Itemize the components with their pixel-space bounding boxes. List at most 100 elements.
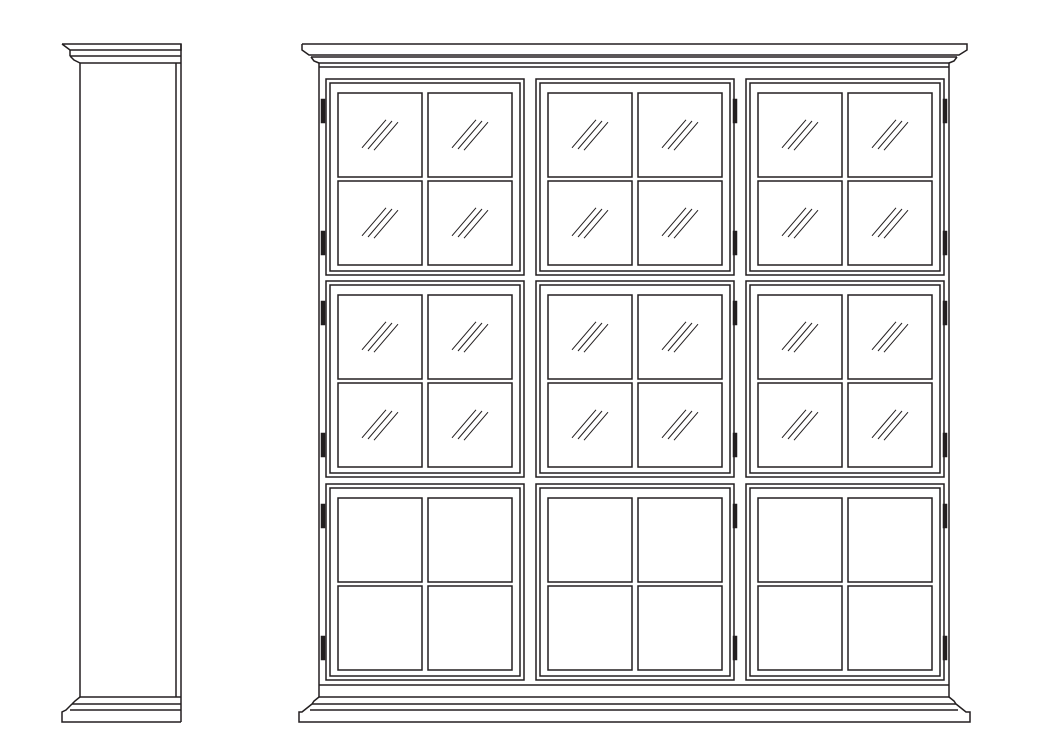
pane-frame [427, 382, 513, 468]
pane-frame [337, 294, 423, 380]
glass-reflection-icon [451, 207, 489, 239]
door-inner-frame [539, 82, 731, 272]
glass-reflection-icon [571, 321, 609, 353]
door-frame [535, 280, 735, 478]
glass-reflection-icon [781, 409, 819, 441]
pane-frame [637, 294, 723, 380]
pane-frame [547, 92, 633, 178]
glass-pane [847, 180, 933, 266]
hinge [732, 635, 738, 661]
glass-pane [427, 382, 513, 468]
solid-door [535, 483, 738, 681]
door-frame [535, 483, 735, 681]
hinge [942, 503, 948, 529]
glass-reflection-icon [361, 409, 399, 441]
glass-pane [637, 180, 723, 266]
pane-frame [427, 180, 513, 266]
glass-reflection-icon [781, 119, 819, 151]
pane-frame [847, 585, 933, 671]
glass-pane [637, 382, 723, 468]
glass-reflection-icon [661, 409, 699, 441]
glazed-door [745, 78, 948, 276]
pane-frame [757, 180, 843, 266]
glass-reflection-icon [361, 207, 399, 239]
door-frame [325, 483, 525, 681]
glass-reflection-icon [661, 321, 699, 353]
glass-reflection-icon [361, 321, 399, 353]
pane-frame [427, 497, 513, 583]
hinge [732, 230, 738, 256]
glass-pane [427, 294, 513, 380]
door-inner-frame [329, 284, 521, 474]
solid-panel [337, 497, 423, 583]
door-inner-frame [329, 82, 521, 272]
hinge [320, 635, 326, 661]
hinge [732, 432, 738, 458]
solid-panel [757, 497, 843, 583]
pane-frame [637, 180, 723, 266]
glass-reflection-icon [871, 207, 909, 239]
glass-reflection-icon [451, 119, 489, 151]
hinge [942, 98, 948, 124]
door-inner-frame [749, 284, 941, 474]
solid-door [745, 483, 948, 681]
glass-reflection-icon [451, 409, 489, 441]
door-inner-frame [749, 487, 941, 677]
glass-pane [847, 382, 933, 468]
pane-frame [637, 585, 723, 671]
door-grid [320, 78, 948, 681]
hinge [942, 300, 948, 326]
glass-pane [757, 294, 843, 380]
side-base-molding [61, 696, 181, 723]
pane-frame [337, 382, 423, 468]
solid-panel [847, 497, 933, 583]
hinge [942, 635, 948, 661]
glass-reflection-icon [871, 409, 909, 441]
pane-frame [637, 382, 723, 468]
pane-frame [427, 585, 513, 671]
solid-panel [637, 585, 723, 671]
hinge [320, 503, 326, 529]
glazed-door [320, 280, 525, 478]
hinge [320, 98, 326, 124]
solid-panel [757, 585, 843, 671]
solid-panel [337, 585, 423, 671]
front-crown-molding [301, 43, 968, 68]
pane-frame [847, 382, 933, 468]
glass-pane [337, 92, 423, 178]
hinge [320, 230, 326, 256]
pane-frame [337, 180, 423, 266]
hinge [320, 432, 326, 458]
glazed-door [535, 78, 738, 276]
solid-door [320, 483, 525, 681]
pane-frame [547, 180, 633, 266]
hinge [320, 300, 326, 326]
door-frame [325, 280, 525, 478]
pane-frame [427, 92, 513, 178]
pane-frame [337, 585, 423, 671]
solid-panel [847, 585, 933, 671]
side-body [79, 44, 182, 722]
pane-frame [427, 294, 513, 380]
pane-frame [637, 92, 723, 178]
glass-pane [847, 92, 933, 178]
pane-frame [547, 294, 633, 380]
pane-frame [757, 585, 843, 671]
front-elevation [298, 43, 971, 723]
pane-frame [847, 180, 933, 266]
hinge [732, 503, 738, 529]
glazed-door [745, 280, 948, 478]
pane-frame [337, 92, 423, 178]
glass-pane [547, 180, 633, 266]
glass-pane [757, 92, 843, 178]
pane-frame [757, 92, 843, 178]
glass-reflection-icon [871, 321, 909, 353]
pane-frame [547, 382, 633, 468]
door-frame [745, 78, 945, 276]
hinge [732, 300, 738, 326]
glass-reflection-icon [361, 119, 399, 151]
glass-pane [547, 92, 633, 178]
door-inner-frame [539, 487, 731, 677]
pane-frame [847, 92, 933, 178]
hinge [732, 98, 738, 124]
